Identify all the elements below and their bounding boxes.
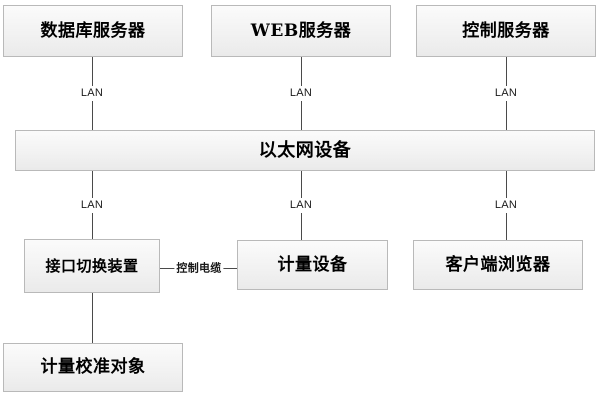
edge-label-lan-interface-switch: LAN: [77, 198, 107, 213]
node-web-server-label: WEB服务器: [250, 20, 352, 41]
node-ethernet-device-label: 以太网设备: [258, 139, 352, 161]
node-client-browser[interactable]: 客户端浏览器: [413, 240, 583, 290]
edge-label-lan-metering-device: LAN: [286, 198, 316, 213]
edge-label-lan-web: LAN: [286, 86, 316, 101]
node-client-browser-label: 客户端浏览器: [445, 254, 551, 275]
node-web-server[interactable]: WEB服务器: [211, 5, 391, 57]
node-db-server[interactable]: 数据库服务器: [3, 5, 183, 57]
node-interface-switch[interactable]: 接口切换装置: [24, 239, 160, 293]
node-metering-device[interactable]: 计量设备: [237, 240, 388, 290]
connector-interface-switch-to-calibration-target: [92, 293, 93, 343]
edge-label-lan-client-browser: LAN: [491, 198, 521, 213]
node-calibration-target-label: 计量校准对象: [40, 357, 146, 378]
edge-label-lan-db: LAN: [77, 86, 107, 101]
node-ethernet-device[interactable]: 以太网设备: [15, 130, 595, 171]
node-db-server-label: 数据库服务器: [40, 20, 146, 41]
node-calibration-target[interactable]: 计量校准对象: [3, 343, 183, 392]
node-interface-switch-label: 接口切换装置: [45, 256, 139, 275]
node-metering-device-label: 计量设备: [277, 254, 348, 275]
edge-label-lan-control: LAN: [491, 86, 521, 101]
edge-label-control-cable: 控制电缆: [174, 260, 224, 276]
node-control-server[interactable]: 控制服务器: [416, 5, 596, 57]
node-control-server-label: 控制服务器: [462, 20, 550, 41]
